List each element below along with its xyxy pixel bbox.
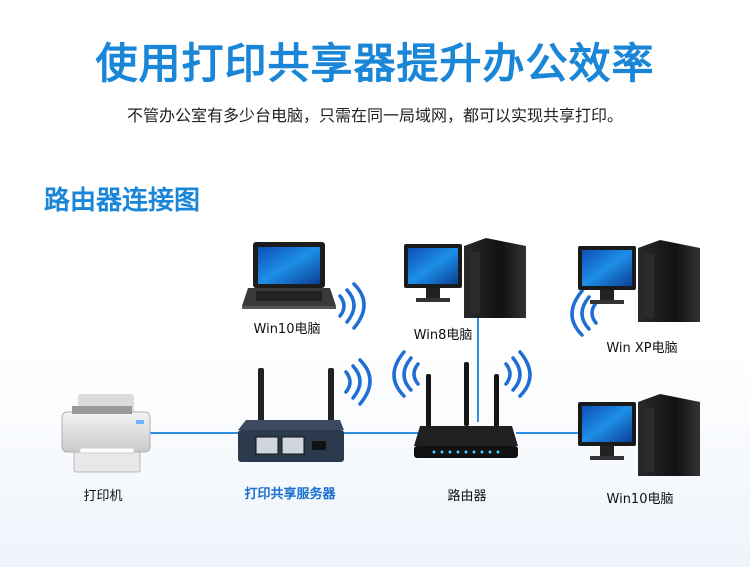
label-win10-pc: Win10电脑	[606, 492, 674, 507]
win10-desktop-icon	[578, 394, 700, 476]
wifi-icon-server	[344, 358, 372, 406]
wifi-icon-router-right	[504, 350, 532, 398]
wifi-icon-winxp	[570, 289, 598, 337]
page-title: 使用打印共享器提升办公效率	[95, 39, 655, 88]
page-subtitle: 不管办公室有多少台电脑，只需在同一局域网，都可以实现共享打印。	[126, 106, 623, 125]
section-title: 路由器连接图	[44, 186, 201, 216]
label-router: 路由器	[447, 489, 487, 504]
connection-lines	[150, 315, 578, 434]
label-winxp-pc: Win XP电脑	[606, 341, 678, 356]
label-win10-laptop: Win10电脑	[253, 322, 321, 337]
label-win8-pc: Win8电脑	[413, 328, 473, 343]
wifi-icon-router-left	[392, 350, 420, 398]
label-printer: 打印机	[83, 489, 123, 504]
router-icon	[414, 362, 518, 458]
winxp-desktop-icon	[578, 240, 700, 322]
wifi-icon-laptop	[338, 282, 366, 330]
printer-icon	[61, 394, 151, 473]
print-server-icon	[238, 368, 344, 462]
label-print-server: 打印共享服务器	[244, 487, 336, 502]
win8-desktop-icon	[404, 238, 526, 318]
laptop-icon	[242, 242, 336, 309]
